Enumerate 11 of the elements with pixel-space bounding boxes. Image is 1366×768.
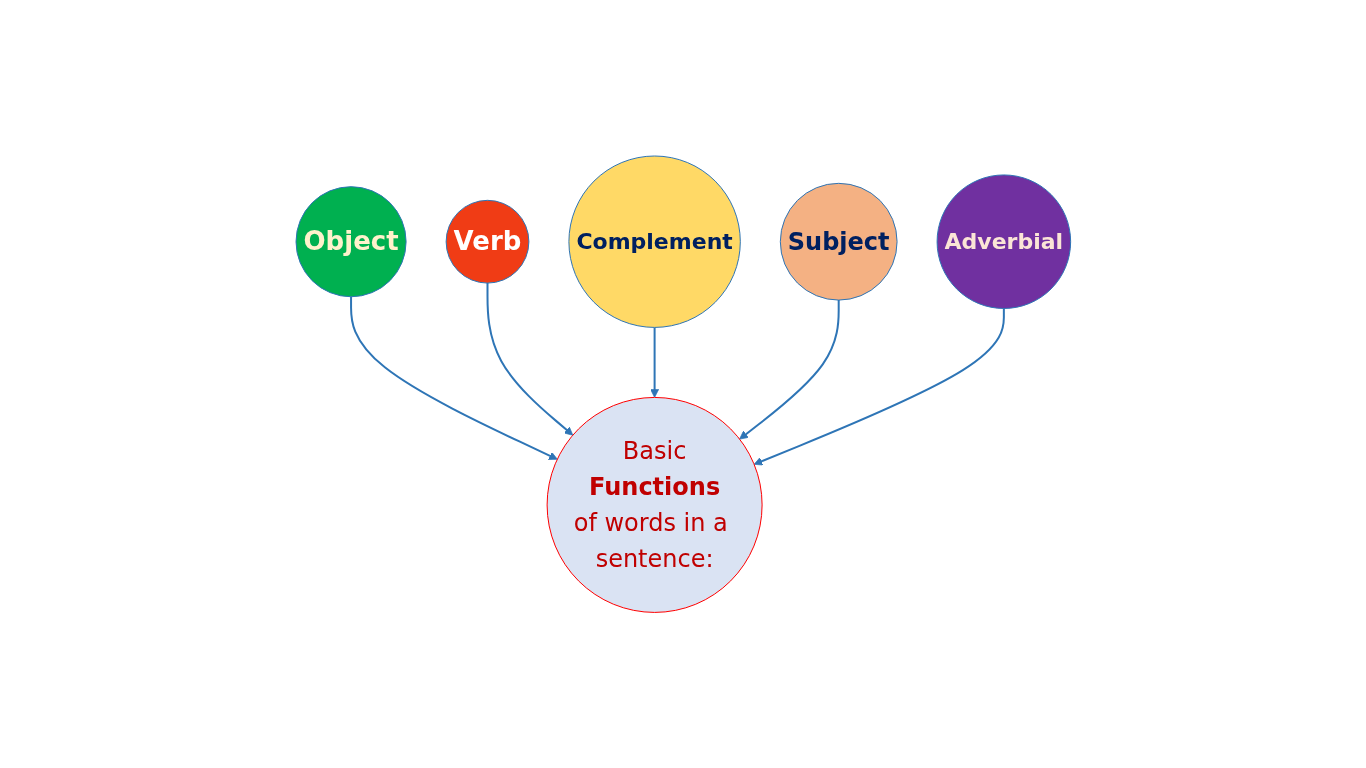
node-circle: Object [295,185,407,298]
arrow [486,281,573,436]
arrow [753,307,1005,466]
arrow [649,326,659,398]
node-circle: Verb [445,199,530,284]
node-circle: Adverbial [936,174,1071,309]
arrow [738,298,840,440]
node-circle: Complement [568,155,741,328]
arrow [349,295,558,460]
node-circle: Subject [779,182,898,301]
node-circle: Basic Functions of words in a sentence: [546,396,763,613]
